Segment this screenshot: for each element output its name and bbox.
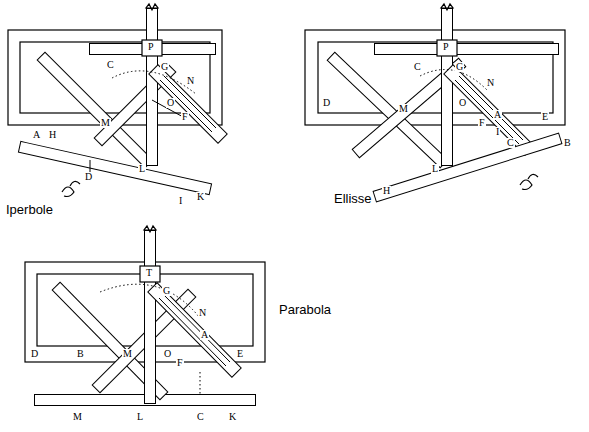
drawing-stroke — [380, 140, 555, 195]
point-letter: F — [478, 118, 486, 128]
point-letter: C — [196, 412, 205, 422]
ellipse-instrument — [305, 4, 565, 195]
point-letter: O — [458, 98, 467, 108]
point-letter: F — [181, 112, 189, 122]
point-letter: N — [486, 78, 495, 88]
point-letter: F — [176, 358, 184, 368]
point-letter: K — [228, 412, 237, 422]
drawing-stroke — [90, 160, 91, 172]
point-letter: E — [236, 349, 244, 359]
drawing-stroke — [453, 74, 525, 146]
drawing-stroke — [146, 14, 158, 160]
drawing-stroke — [441, 14, 453, 160]
drawing-stroke — [442, 14, 452, 160]
point-letter: C — [106, 60, 115, 70]
point-letter: P — [442, 42, 450, 52]
point-letter: G — [455, 62, 464, 72]
point-letter: A — [32, 130, 41, 140]
drawing-stroke — [140, 266, 160, 282]
point-letter: L — [431, 164, 439, 174]
drawing-stroke — [459, 76, 523, 140]
point-letter: T — [145, 268, 153, 278]
parabola-instrument — [25, 226, 265, 400]
drawing-stroke — [163, 294, 230, 362]
point-letter: D — [30, 349, 39, 359]
point-letter: E — [541, 112, 549, 122]
point-letter: G — [162, 286, 171, 296]
point-letter: M — [72, 412, 83, 422]
drawing-stroke — [112, 71, 196, 94]
drawing-stroke — [453, 74, 525, 146]
point-letter: D — [84, 172, 93, 182]
drawing-stroke — [145, 236, 155, 398]
drawing-stroke — [147, 14, 157, 160]
drawing-stroke — [380, 44, 553, 54]
drawing-stroke — [420, 70, 487, 90]
point-letter: O — [166, 98, 175, 108]
drawing-stroke — [157, 292, 232, 368]
drawing-stroke — [158, 74, 218, 134]
point-letter: A — [200, 330, 209, 340]
drawing-stroke — [164, 76, 216, 128]
point-letter: K — [196, 192, 205, 202]
drawing-stroke — [335, 60, 440, 160]
drawing-stroke — [144, 226, 156, 232]
point-letter: C — [506, 138, 515, 148]
hyperbola-instrument — [8, 4, 222, 197]
point-letter: L — [138, 164, 146, 174]
point-letter: A — [493, 110, 502, 120]
point-letter: M — [122, 349, 133, 359]
drawing-stroke — [159, 298, 226, 366]
point-letter: O — [163, 349, 172, 359]
point-letter: C — [413, 62, 422, 72]
figure-caption: Parabola — [278, 303, 332, 316]
drawing-stroke — [305, 30, 565, 125]
point-letter: N — [198, 308, 207, 318]
drawing-stroke — [160, 80, 212, 132]
point-letter: B — [563, 138, 572, 148]
figure-caption: Ellisse — [333, 192, 373, 205]
point-letter: G — [160, 62, 169, 72]
drawing-stroke — [25, 148, 205, 188]
drawing-stroke — [142, 40, 162, 56]
point-letter: M — [100, 118, 111, 128]
drawing-stroke — [158, 74, 218, 134]
figure-caption: Iperbole — [5, 203, 54, 216]
drawing-stroke — [335, 60, 440, 160]
point-letter: L — [136, 412, 144, 422]
point-letter: I — [178, 196, 183, 206]
point-letter: I — [495, 127, 500, 137]
point-letter: D — [322, 98, 331, 108]
point-letter: B — [76, 349, 85, 359]
drawing-stroke — [62, 181, 80, 196]
point-letter: P — [147, 42, 155, 52]
drawing-stroke — [380, 140, 555, 195]
drawing-stroke — [380, 43, 553, 55]
point-letter: M — [398, 104, 409, 114]
drawing-stroke — [437, 40, 457, 56]
drawing-stroke — [157, 292, 232, 368]
point-letter: H — [382, 186, 391, 196]
point-letter: H — [48, 130, 57, 140]
point-letter: N — [186, 76, 195, 86]
drawing-stroke — [200, 372, 201, 394]
drawing-stroke — [146, 4, 158, 10]
drawing-stroke — [25, 148, 205, 188]
drawing-stroke — [441, 4, 453, 10]
drawing-stroke — [520, 174, 538, 189]
drawing-stroke — [455, 80, 519, 144]
drawing-stroke — [100, 284, 200, 318]
drawing-stroke — [144, 236, 156, 398]
